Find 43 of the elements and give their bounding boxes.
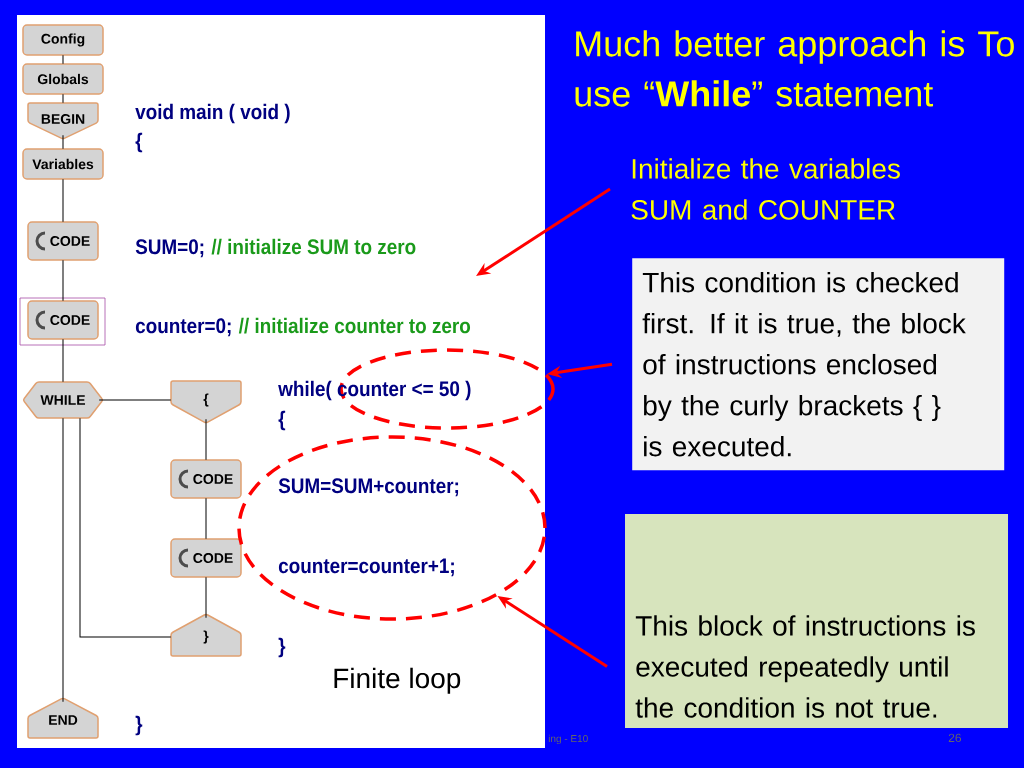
caption-text: Finite loop (334, 667, 461, 694)
code-line: { (278, 410, 286, 431)
connector-line (62, 417, 64, 703)
note-box: This block of instructions is executed repeatedly until the condition is not true. (625, 514, 1008, 728)
code-comment: // initialize SUM to zero (211, 238, 416, 255)
start-block: { (170, 380, 242, 424)
process-block: Variables (22, 148, 104, 180)
connector-line (62, 259, 64, 302)
annotation-text: Initialize the variables SUM and COUNTER (631, 158, 900, 220)
code-line: counter=counter+1; (278, 558, 454, 577)
code-block: CODE (27, 300, 99, 340)
title: Much better approach is To use “While” statement (575, 30, 1014, 107)
connector-line (62, 54, 64, 65)
end-block: END (27, 697, 99, 739)
note-box: This condition is checked first. If it is true, the block of instructions enclosed by the curly brackets { } is executed. (632, 258, 1005, 471)
start-block: BEGIN (27, 102, 99, 140)
connector-line (62, 134, 64, 150)
code-line: counter=0; (135, 318, 231, 337)
code-line: } (278, 637, 286, 658)
connector-line (205, 576, 207, 619)
code-comment: // initialize counter to zero (238, 317, 471, 334)
connector-line (205, 497, 207, 540)
footer-text: ing - E10 (548, 734, 588, 745)
connector-line (62, 93, 64, 104)
code-block: CODE (27, 221, 99, 261)
connector-line (62, 338, 64, 383)
code-block: CODE (170, 538, 242, 578)
process-block: Config (22, 24, 104, 56)
process-block: Globals (22, 63, 104, 95)
code-line: void main ( void ) (135, 103, 290, 124)
connector-line (98, 399, 172, 401)
code-block: CODE (170, 459, 242, 499)
end-block: } (170, 613, 242, 657)
code-line: { (135, 132, 143, 153)
dashed-ellipse (237, 435, 547, 621)
code-line: SUM=SUM+counter; (278, 478, 459, 497)
connector-line (205, 418, 207, 461)
connector-line (62, 178, 64, 223)
connector-line (79, 417, 172, 638)
code-line: } (135, 715, 143, 736)
loop-block: WHILE (22, 381, 104, 419)
code-line: SUM=0; (135, 239, 204, 258)
dashed-ellipse (339, 348, 555, 430)
